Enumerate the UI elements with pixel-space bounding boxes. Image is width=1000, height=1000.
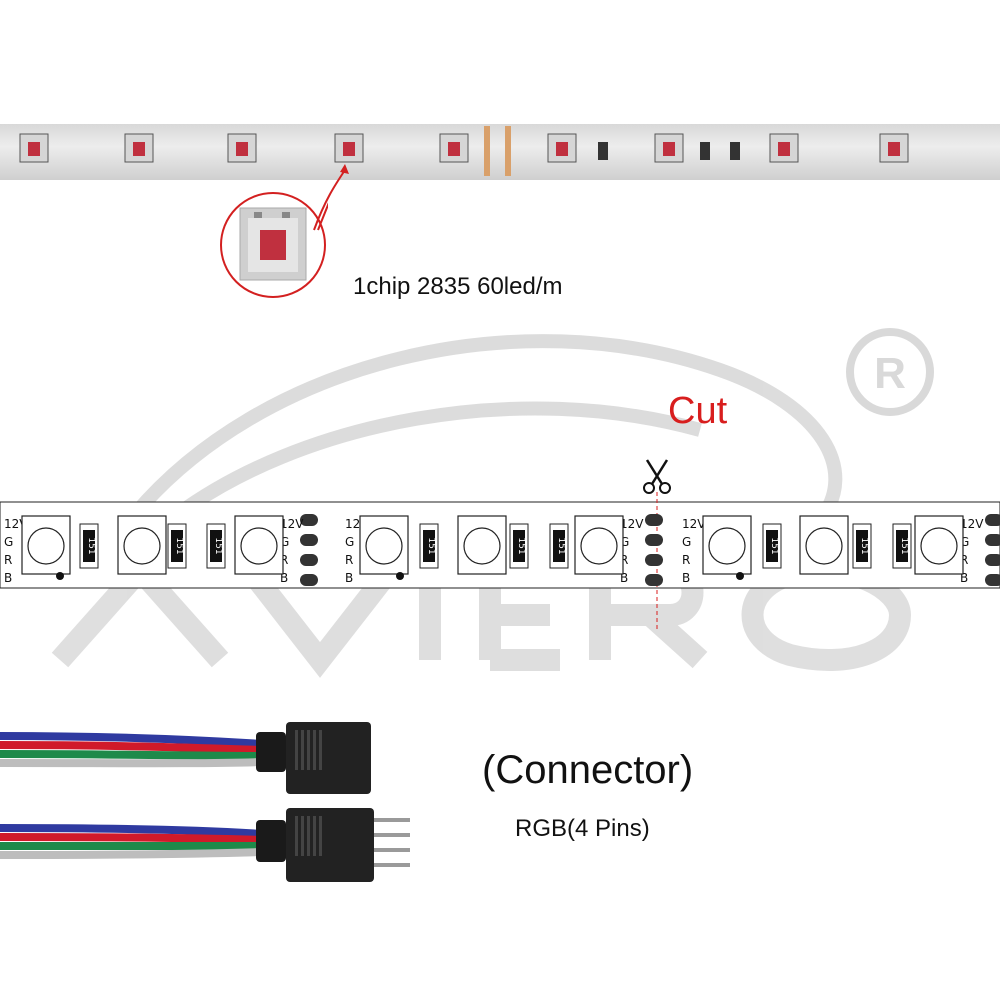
svg-text:151: 151 bbox=[174, 537, 184, 554]
polarity-dot bbox=[736, 572, 744, 580]
pad-label: R bbox=[345, 553, 353, 567]
resistor-151: 151 bbox=[892, 523, 912, 569]
pad-label: R bbox=[280, 553, 288, 567]
pad-label: 12V bbox=[620, 517, 644, 531]
pad-label: R bbox=[620, 553, 628, 567]
resistor-151: 151 bbox=[79, 523, 99, 569]
pad-label: B bbox=[4, 571, 12, 585]
callout-pointer bbox=[313, 164, 349, 231]
pad-label: G bbox=[280, 535, 289, 549]
pad-label: G bbox=[682, 535, 691, 549]
male-connector-cable bbox=[0, 808, 410, 882]
pad-label: G bbox=[960, 535, 969, 549]
svg-text:151: 151 bbox=[86, 537, 96, 554]
svg-text:151: 151 bbox=[769, 537, 779, 554]
pad-label: G bbox=[4, 535, 13, 549]
solder-pad-group bbox=[645, 514, 663, 586]
led-chip bbox=[334, 133, 364, 163]
led-chip bbox=[769, 133, 799, 163]
resistor bbox=[700, 142, 710, 160]
pad-label: B bbox=[682, 571, 690, 585]
led-5050-symbol bbox=[914, 515, 964, 575]
pad-label: B bbox=[960, 571, 968, 585]
led-5050-symbol bbox=[21, 515, 71, 575]
solder-pad-group bbox=[300, 514, 318, 586]
resistor-151: 151 bbox=[206, 523, 226, 569]
resistor-151: 151 bbox=[509, 523, 529, 569]
led-chip bbox=[654, 133, 684, 163]
resistor-151: 151 bbox=[167, 523, 187, 569]
led-strip-photo bbox=[0, 124, 1000, 180]
connector-cables bbox=[0, 722, 410, 882]
led-chip bbox=[124, 133, 154, 163]
solder-pad-group bbox=[985, 514, 1000, 586]
chip-spec-text: 1chip 2835 60led/m bbox=[353, 273, 563, 300]
led-chip bbox=[547, 133, 577, 163]
led-zoom-callout bbox=[220, 192, 328, 298]
led-5050-symbol bbox=[359, 515, 409, 575]
connector-subtitle: RGB(4 Pins) bbox=[515, 815, 650, 842]
svg-text:151: 151 bbox=[213, 537, 223, 554]
pad-label: G bbox=[345, 535, 354, 549]
pad-label: B bbox=[280, 571, 288, 585]
resistor-151: 151 bbox=[852, 523, 872, 569]
solder-pads bbox=[484, 126, 511, 176]
resistor-151: 151 bbox=[549, 523, 569, 569]
pad-label: R bbox=[4, 553, 12, 567]
led-5050-symbol bbox=[574, 515, 624, 575]
pad-label: 12V bbox=[960, 517, 984, 531]
svg-text:151: 151 bbox=[859, 537, 869, 554]
pad-label: G bbox=[620, 535, 629, 549]
svg-text:151: 151 bbox=[556, 537, 566, 554]
cut-label: Cut bbox=[668, 390, 728, 432]
led-chip bbox=[19, 133, 49, 163]
pad-label: B bbox=[620, 571, 628, 585]
svg-text:151: 151 bbox=[516, 537, 526, 554]
led-chip bbox=[227, 133, 257, 163]
pad-label: 12V bbox=[280, 517, 304, 531]
pad-label: 12V bbox=[682, 517, 706, 531]
led-chip bbox=[439, 133, 469, 163]
polarity-dot bbox=[396, 572, 404, 580]
pad-label: R bbox=[682, 553, 690, 567]
resistor bbox=[598, 142, 608, 160]
scissors-icon bbox=[643, 459, 671, 494]
connector-title: (Connector) bbox=[482, 748, 694, 792]
polarity-dot bbox=[56, 572, 64, 580]
svg-text:151: 151 bbox=[426, 537, 436, 554]
led-5050-symbol bbox=[117, 515, 167, 575]
svg-text:R: R bbox=[874, 349, 906, 398]
svg-text:151: 151 bbox=[899, 537, 909, 554]
led-5050-symbol bbox=[799, 515, 849, 575]
female-connector-cable bbox=[0, 722, 371, 794]
pad-label: R bbox=[960, 553, 968, 567]
led-5050-symbol bbox=[702, 515, 752, 575]
led-5050-symbol bbox=[457, 515, 507, 575]
led-chip bbox=[879, 133, 909, 163]
resistor bbox=[730, 142, 740, 160]
resistor-151: 151 bbox=[762, 523, 782, 569]
resistor-151: 151 bbox=[419, 523, 439, 569]
led-5050-symbol bbox=[234, 515, 284, 575]
pad-label: B bbox=[345, 571, 353, 585]
